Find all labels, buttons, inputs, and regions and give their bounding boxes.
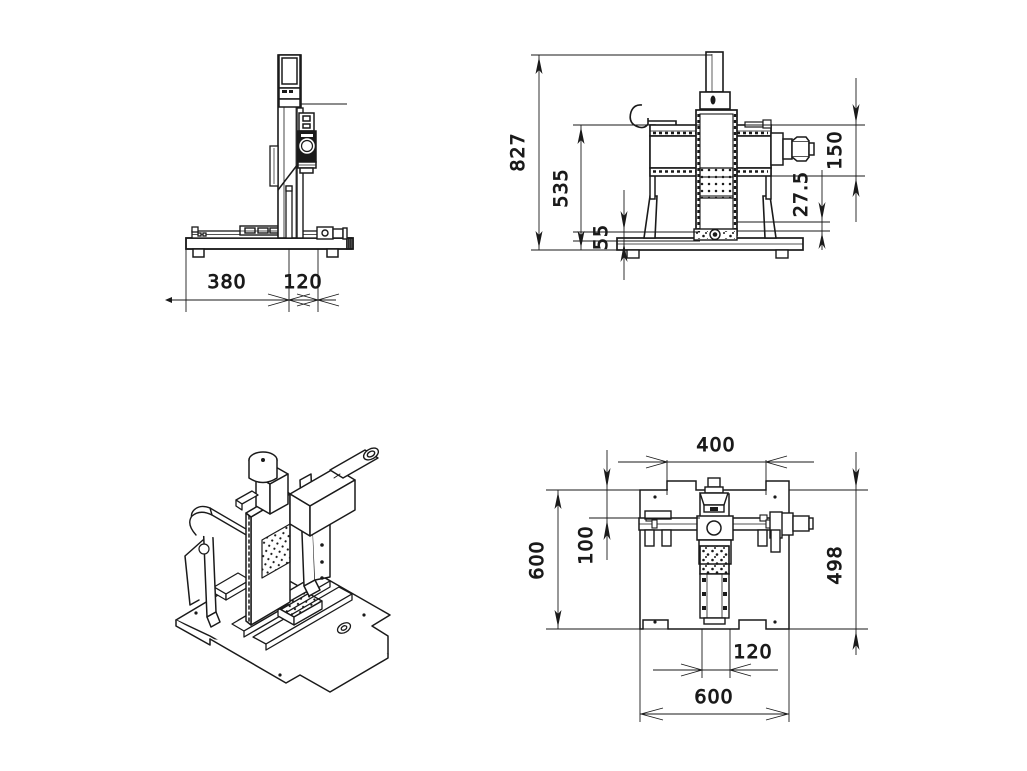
front-perforated-panel (699, 167, 734, 199)
dim-label-380: 380 (207, 271, 246, 293)
arrowheads-535 (577, 127, 585, 248)
dim-label-400: 400 (696, 434, 735, 456)
plan-spindle (699, 477, 729, 513)
iso-bracket (235, 490, 259, 511)
iso-spindle (248, 451, 289, 515)
dim-label-150: 150 (824, 130, 846, 169)
arrowheads-380-120 (165, 293, 340, 307)
view-isometric (175, 447, 391, 693)
arrowheads-275 (818, 202, 826, 249)
front-center-bearing (693, 228, 738, 241)
front-cable-run (648, 120, 677, 125)
dim-label-600-left: 600 (526, 540, 548, 579)
iso-right-actuator (329, 447, 380, 479)
dim-label-55: 55 (590, 224, 612, 250)
plan-right-support (757, 529, 781, 553)
iso-support-left (184, 513, 221, 628)
arrowheads-100 (603, 468, 611, 540)
front-cable-hook (629, 104, 649, 129)
dim-label-535: 535 (550, 168, 572, 207)
arrowheads-120-plan (680, 663, 752, 677)
dim-label-27-5: 27.5 (790, 171, 812, 217)
front-support-leg-left (643, 195, 658, 239)
arrowheads-150 (852, 104, 860, 197)
plan-lower-gantry (699, 545, 730, 625)
front-spindle-rod (699, 51, 731, 110)
side-column-cap (278, 54, 301, 108)
front-right-motor (770, 132, 815, 166)
arrowheads-498 (852, 468, 860, 650)
arrowheads-827 (535, 57, 543, 248)
arrowheads-55 (620, 211, 628, 262)
view-plan (638, 477, 814, 630)
iso-cable-loop (189, 505, 261, 544)
front-support-leg-right (762, 195, 777, 239)
dim-label-498: 498 (824, 545, 846, 584)
iso-carriage (271, 591, 323, 626)
dim-label-120-side: 120 (283, 271, 322, 293)
iso-perforated-panel (261, 523, 291, 579)
iso-cross-beam (289, 467, 356, 537)
arrowheads-400 (645, 455, 788, 469)
dimgroup-side-elevation: 380 120 (165, 249, 340, 312)
view-front-elevation (616, 51, 815, 259)
dim-label-100: 100 (575, 525, 597, 564)
front-beam-bolt-rows (653, 131, 768, 173)
side-base-feet (192, 248, 339, 258)
arrowheads-600-left (554, 492, 562, 627)
plan-left-support (644, 510, 672, 547)
side-carriage-block (239, 225, 285, 236)
dimgroup-plan-view: 400 600 100 498 (526, 434, 868, 722)
front-beam-connector (744, 119, 772, 129)
side-axis-motor (316, 226, 348, 240)
dim-label-120-plan: 120 (733, 641, 772, 663)
view-side-elevation (185, 54, 354, 258)
side-rail-strip (269, 145, 279, 187)
front-column-bolt-strips (697, 114, 737, 233)
side-column-motor (297, 112, 317, 174)
side-inner-rod (285, 185, 293, 239)
dim-label-600-bottom: 600 (694, 686, 733, 708)
arrowheads-600-bottom (639, 707, 790, 721)
dim-label-827: 827 (507, 132, 529, 171)
dimgroup-front-elevation: 827 535 55 150 27.5 (507, 54, 865, 280)
